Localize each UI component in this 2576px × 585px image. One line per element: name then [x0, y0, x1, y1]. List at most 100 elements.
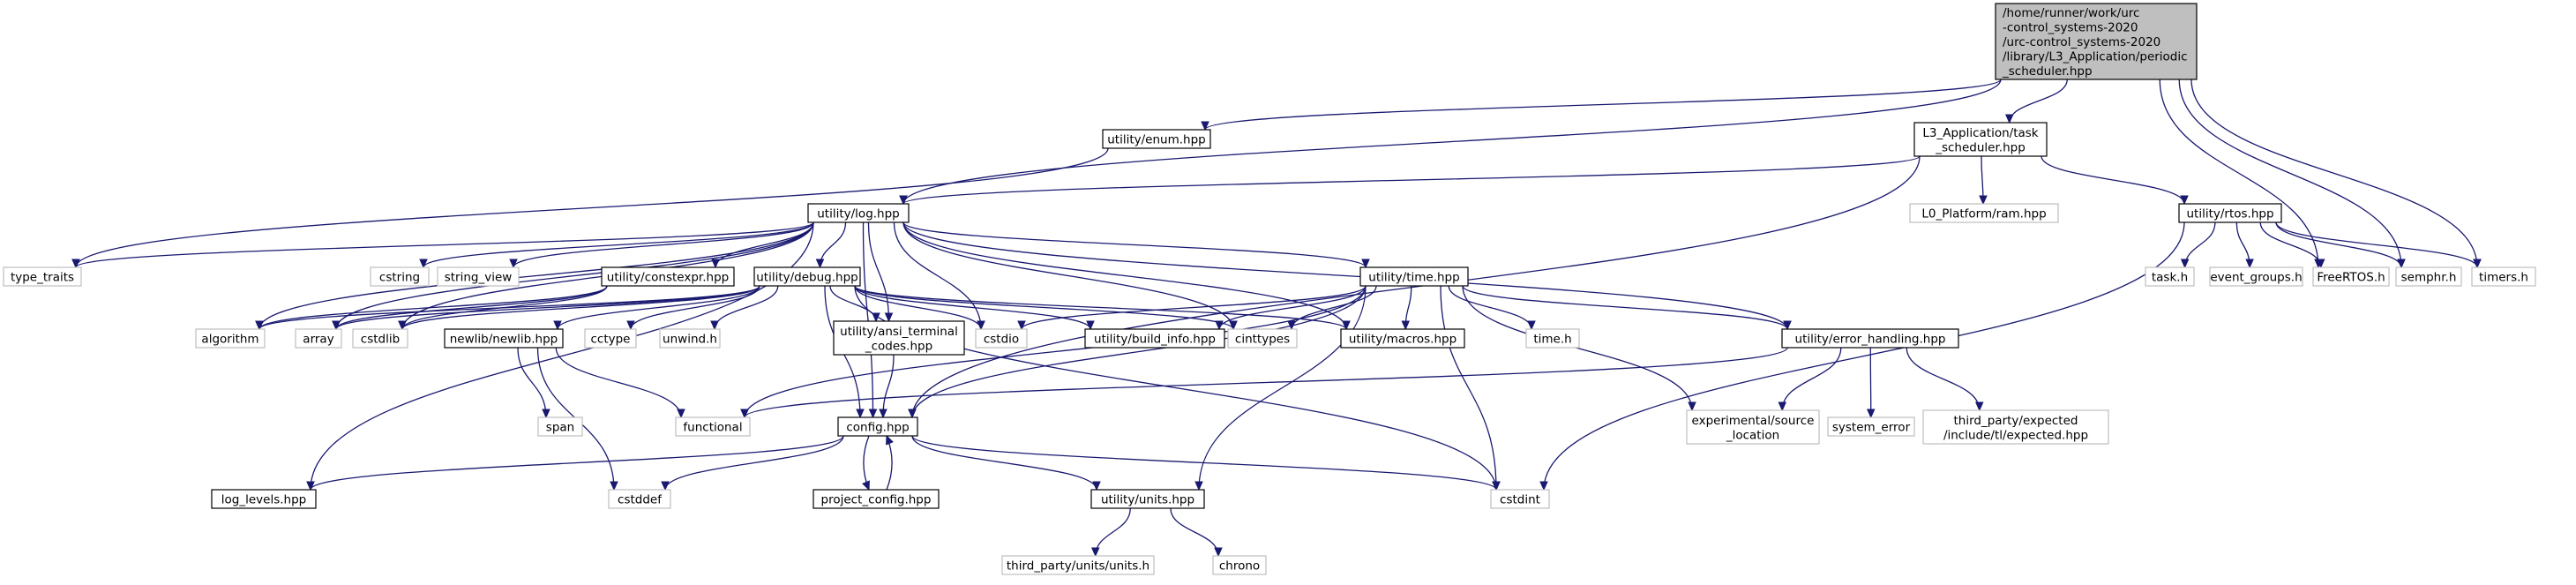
node-array: array — [295, 328, 342, 349]
node-semphr: semphr.h — [2395, 266, 2462, 287]
node-label: L3_Application/task — [1922, 126, 2038, 140]
node-box — [1340, 328, 1465, 349]
node-event-groups: event_groups.h — [2209, 266, 2303, 287]
node-algorithm: algorithm — [195, 328, 266, 349]
node-cstring: cstring — [370, 266, 430, 287]
edge-config-to-units — [911, 435, 1101, 491]
edge-root-to-timers — [2190, 79, 2482, 269]
edge-line — [310, 221, 814, 491]
edge-task-scheduler-to-log — [899, 155, 1921, 206]
edge-arrowhead — [1866, 409, 1876, 419]
node-label: unwind.h — [663, 333, 717, 347]
edge-arrowhead — [2004, 114, 2014, 124]
edge-debug-to-ansi — [829, 285, 880, 323]
edge-line — [911, 435, 1497, 491]
node-log-levels[interactable]: log_levels.hpp — [211, 489, 317, 509]
node-label: type_traits — [11, 271, 74, 285]
edge-arrowhead — [306, 481, 315, 491]
edge-debug-to-array — [332, 285, 760, 331]
node-label: cinttypes — [1235, 333, 1290, 347]
edge-line — [258, 221, 814, 330]
node-box — [437, 266, 520, 287]
edge-rtos-to-semphr — [2275, 221, 2406, 269]
node-units[interactable]: utility/units.hpp — [1090, 489, 1205, 509]
node-ansi[interactable]: utility/ansi_terminal_codes.hpp — [833, 320, 965, 356]
node-box — [2395, 266, 2462, 287]
edge-log-to-string-view — [509, 221, 814, 269]
edge-line — [1170, 507, 1219, 557]
edge-time-hpp-to-error-handling — [1462, 285, 1792, 331]
edge-arrowhead — [2245, 259, 2254, 269]
node-box — [1686, 409, 1820, 445]
node-newlib[interactable]: newlib/newlib.hpp — [444, 328, 564, 349]
node-box — [1102, 129, 1211, 149]
node-constexpr[interactable]: utility/constexpr.hpp — [601, 266, 735, 287]
edge-line — [335, 285, 760, 330]
edge-task-scheduler-to-config — [908, 155, 1921, 419]
edge-arrowhead — [856, 409, 865, 419]
edge-arrowhead — [661, 481, 670, 491]
edge-root-to-enum — [1201, 79, 2002, 131]
node-macros[interactable]: utility/macros.hpp — [1340, 328, 1465, 349]
edge-arrowhead — [977, 320, 985, 331]
node-label: timers.h — [2479, 271, 2528, 285]
node-task-scheduler[interactable]: L3_Application/task_scheduler.hpp — [1913, 122, 2048, 157]
node-label: task.h — [2152, 271, 2188, 285]
edge-line — [867, 221, 890, 322]
edge-arrowhead — [899, 195, 908, 206]
node-box — [370, 266, 430, 287]
node-box — [837, 416, 918, 437]
node-box — [3, 266, 82, 287]
node-label: /include/tl/expected.hpp — [1943, 428, 2088, 442]
edge-line — [854, 285, 1234, 330]
edge-debug-to-algorithm — [255, 285, 760, 331]
node-units-h: third_party/units/units.h — [1001, 555, 1155, 575]
node-system-error: system_error — [1827, 416, 1915, 437]
node-label: utility/units.hpp — [1101, 493, 1194, 507]
edge-error-handling-to-source-location — [1778, 347, 1842, 412]
edge-log-to-cstring — [419, 221, 814, 269]
node-rtos[interactable]: utility/rtos.hpp — [2178, 203, 2282, 223]
edge-line — [2275, 221, 2402, 268]
edge-line — [902, 155, 1921, 205]
node-log[interactable]: utility/log.hpp — [807, 203, 910, 223]
node-label: utility/build_info.hpp — [1094, 333, 1216, 347]
node-root[interactable]: /home/runner/work/urc-control_systems-20… — [1995, 3, 2198, 80]
node-freertos: FreeRTOS.h — [2312, 266, 2390, 287]
edge-line — [854, 285, 982, 330]
node-box — [1781, 328, 1959, 349]
edge-time-hpp-to-cstdio — [1017, 285, 1367, 331]
edge-line — [2190, 79, 2478, 268]
node-enum[interactable]: utility/enum.hpp — [1102, 129, 1211, 149]
node-label: semphr.h — [2401, 271, 2457, 285]
edge-arrowhead — [862, 480, 870, 491]
edge-line — [1440, 285, 1497, 491]
edge-root-to-log — [899, 79, 2002, 206]
node-project-config[interactable]: project_config.hpp — [812, 489, 940, 509]
node-label: L0_Platform/ram.hpp — [1921, 207, 2046, 221]
edge-line — [75, 147, 1109, 268]
edge-error-handling-to-system-error — [1866, 347, 1876, 419]
dependency-edges — [71, 79, 2482, 558]
edge-line — [911, 285, 1367, 418]
edge-arrowhead — [711, 259, 720, 269]
node-label: /urc-control_systems-2020 — [2003, 35, 2160, 49]
edge-arrowhead — [2397, 259, 2406, 269]
node-label: utility/debug.hpp — [756, 271, 858, 285]
node-label: utility/enum.hpp — [1107, 133, 1206, 147]
edge-line — [1095, 507, 1131, 557]
edge-arrowhead — [868, 409, 878, 419]
edge-line — [258, 285, 608, 330]
node-config[interactable]: config.hpp — [837, 416, 918, 437]
node-time-hpp[interactable]: utility/time.hpp — [1359, 266, 1469, 287]
node-error-handling[interactable]: utility/error_handling.hpp — [1781, 328, 1959, 349]
node-build-info[interactable]: utility/build_info.hpp — [1084, 328, 1225, 349]
node-label: array — [303, 333, 333, 347]
edge-arrowhead — [1401, 320, 1411, 331]
node-source-location: experimental/source_location — [1686, 409, 1820, 445]
node-label: cstdio — [984, 333, 1019, 347]
node-label: cstdint — [1500, 493, 1540, 507]
edge-log-to-cstdio — [893, 221, 985, 331]
node-debug[interactable]: utility/debug.hpp — [753, 266, 861, 287]
node-task-h: task.h — [2145, 266, 2195, 287]
